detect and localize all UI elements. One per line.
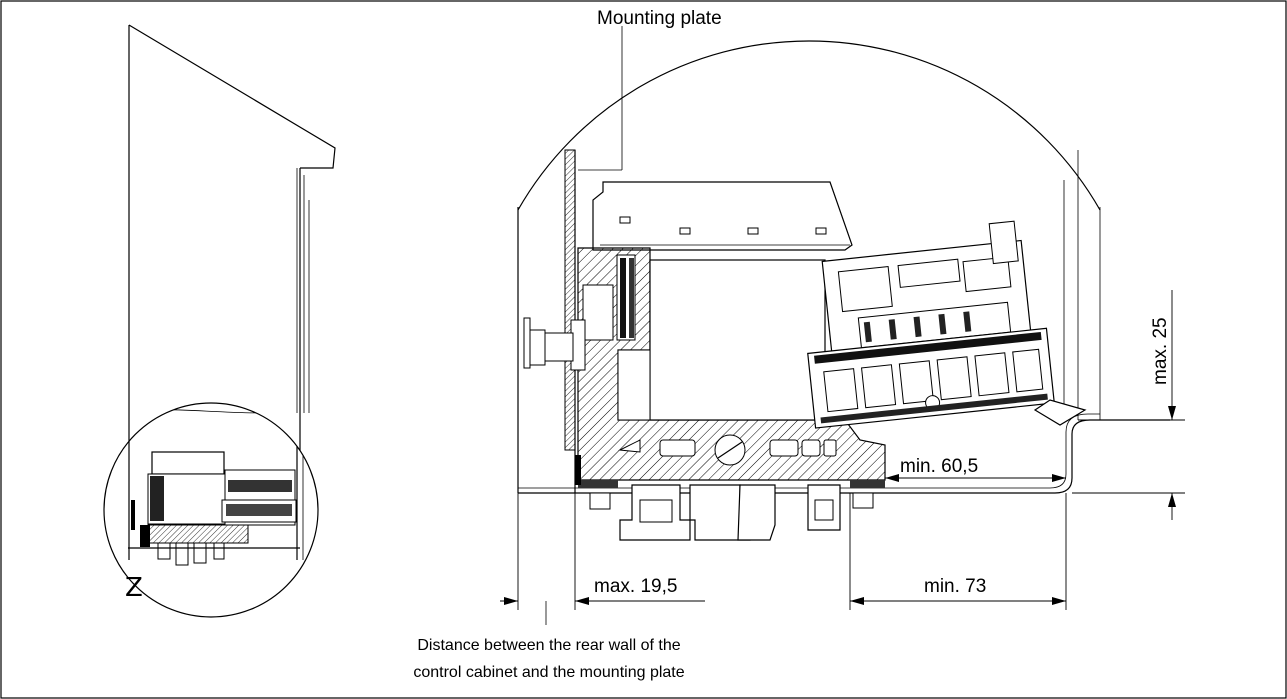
distance-caption-line2: control cabinet and the mounting plate — [413, 664, 684, 681]
min-60-5-label: min. 60,5 — [900, 456, 978, 477]
min-73-label: min. 73 — [924, 576, 986, 597]
max-19-5-label: max. 19,5 — [594, 576, 677, 597]
enlarged-detail: Mounting plate max. 25 min. 60,5 m — [413, 8, 1185, 681]
cable-glands — [589, 484, 874, 541]
dimension-max-25: max. 25 — [1072, 290, 1185, 520]
mounting-plate — [564, 149, 576, 451]
cabinet-side-view — [128, 24, 336, 545]
dimension-min-60-5: min. 60,5 — [885, 456, 1066, 482]
mounting-plate-label: Mounting plate — [597, 8, 722, 29]
dimension-max-19-5: max. 19,5 — [500, 493, 705, 625]
dimension-min-73: min. 73 — [849, 493, 1067, 610]
terminal-module — [807, 220, 1055, 429]
detail-circle-z: Z — [103, 402, 319, 618]
distance-caption-line1: Distance between the rear wall of the — [417, 637, 680, 654]
detail-label-z: Z — [125, 573, 143, 603]
max-25-label: max. 25 — [1150, 317, 1171, 385]
